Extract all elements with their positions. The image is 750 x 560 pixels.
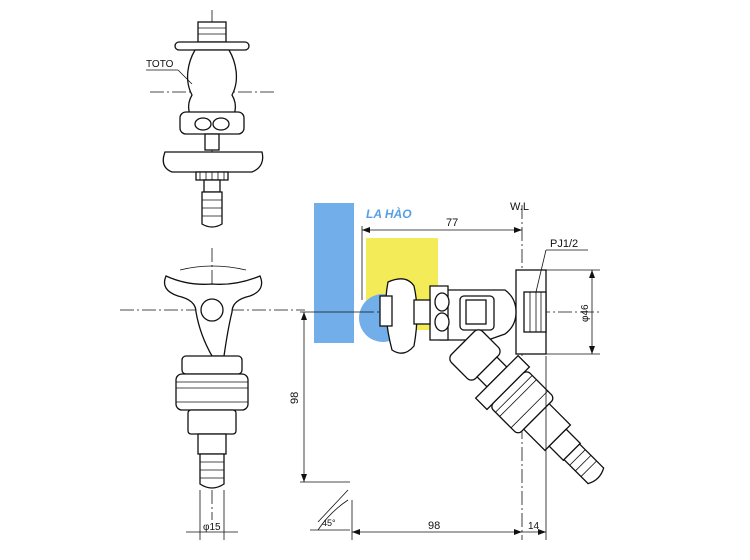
- reach-dimension: 98: [428, 520, 440, 532]
- side-view: LA HÀO: [289, 201, 605, 540]
- flange-diameter-dim: φ46: [580, 304, 591, 322]
- front-view: φ15: [120, 248, 305, 540]
- watermark-text: LA HÀO: [366, 206, 412, 221]
- water-level-label: W.L: [510, 201, 529, 213]
- thread-label: PJ1/2: [550, 238, 578, 250]
- height-dimension: 98: [289, 392, 301, 404]
- top-view: TOTO: [146, 10, 275, 230]
- spout-diameter-dim: φ15: [203, 522, 221, 533]
- depth-dimension: 77: [446, 217, 458, 229]
- flange-thickness-dim: 14: [528, 521, 540, 532]
- maker-label: TOTO: [146, 59, 174, 70]
- angle-dimension: 45°: [322, 518, 336, 528]
